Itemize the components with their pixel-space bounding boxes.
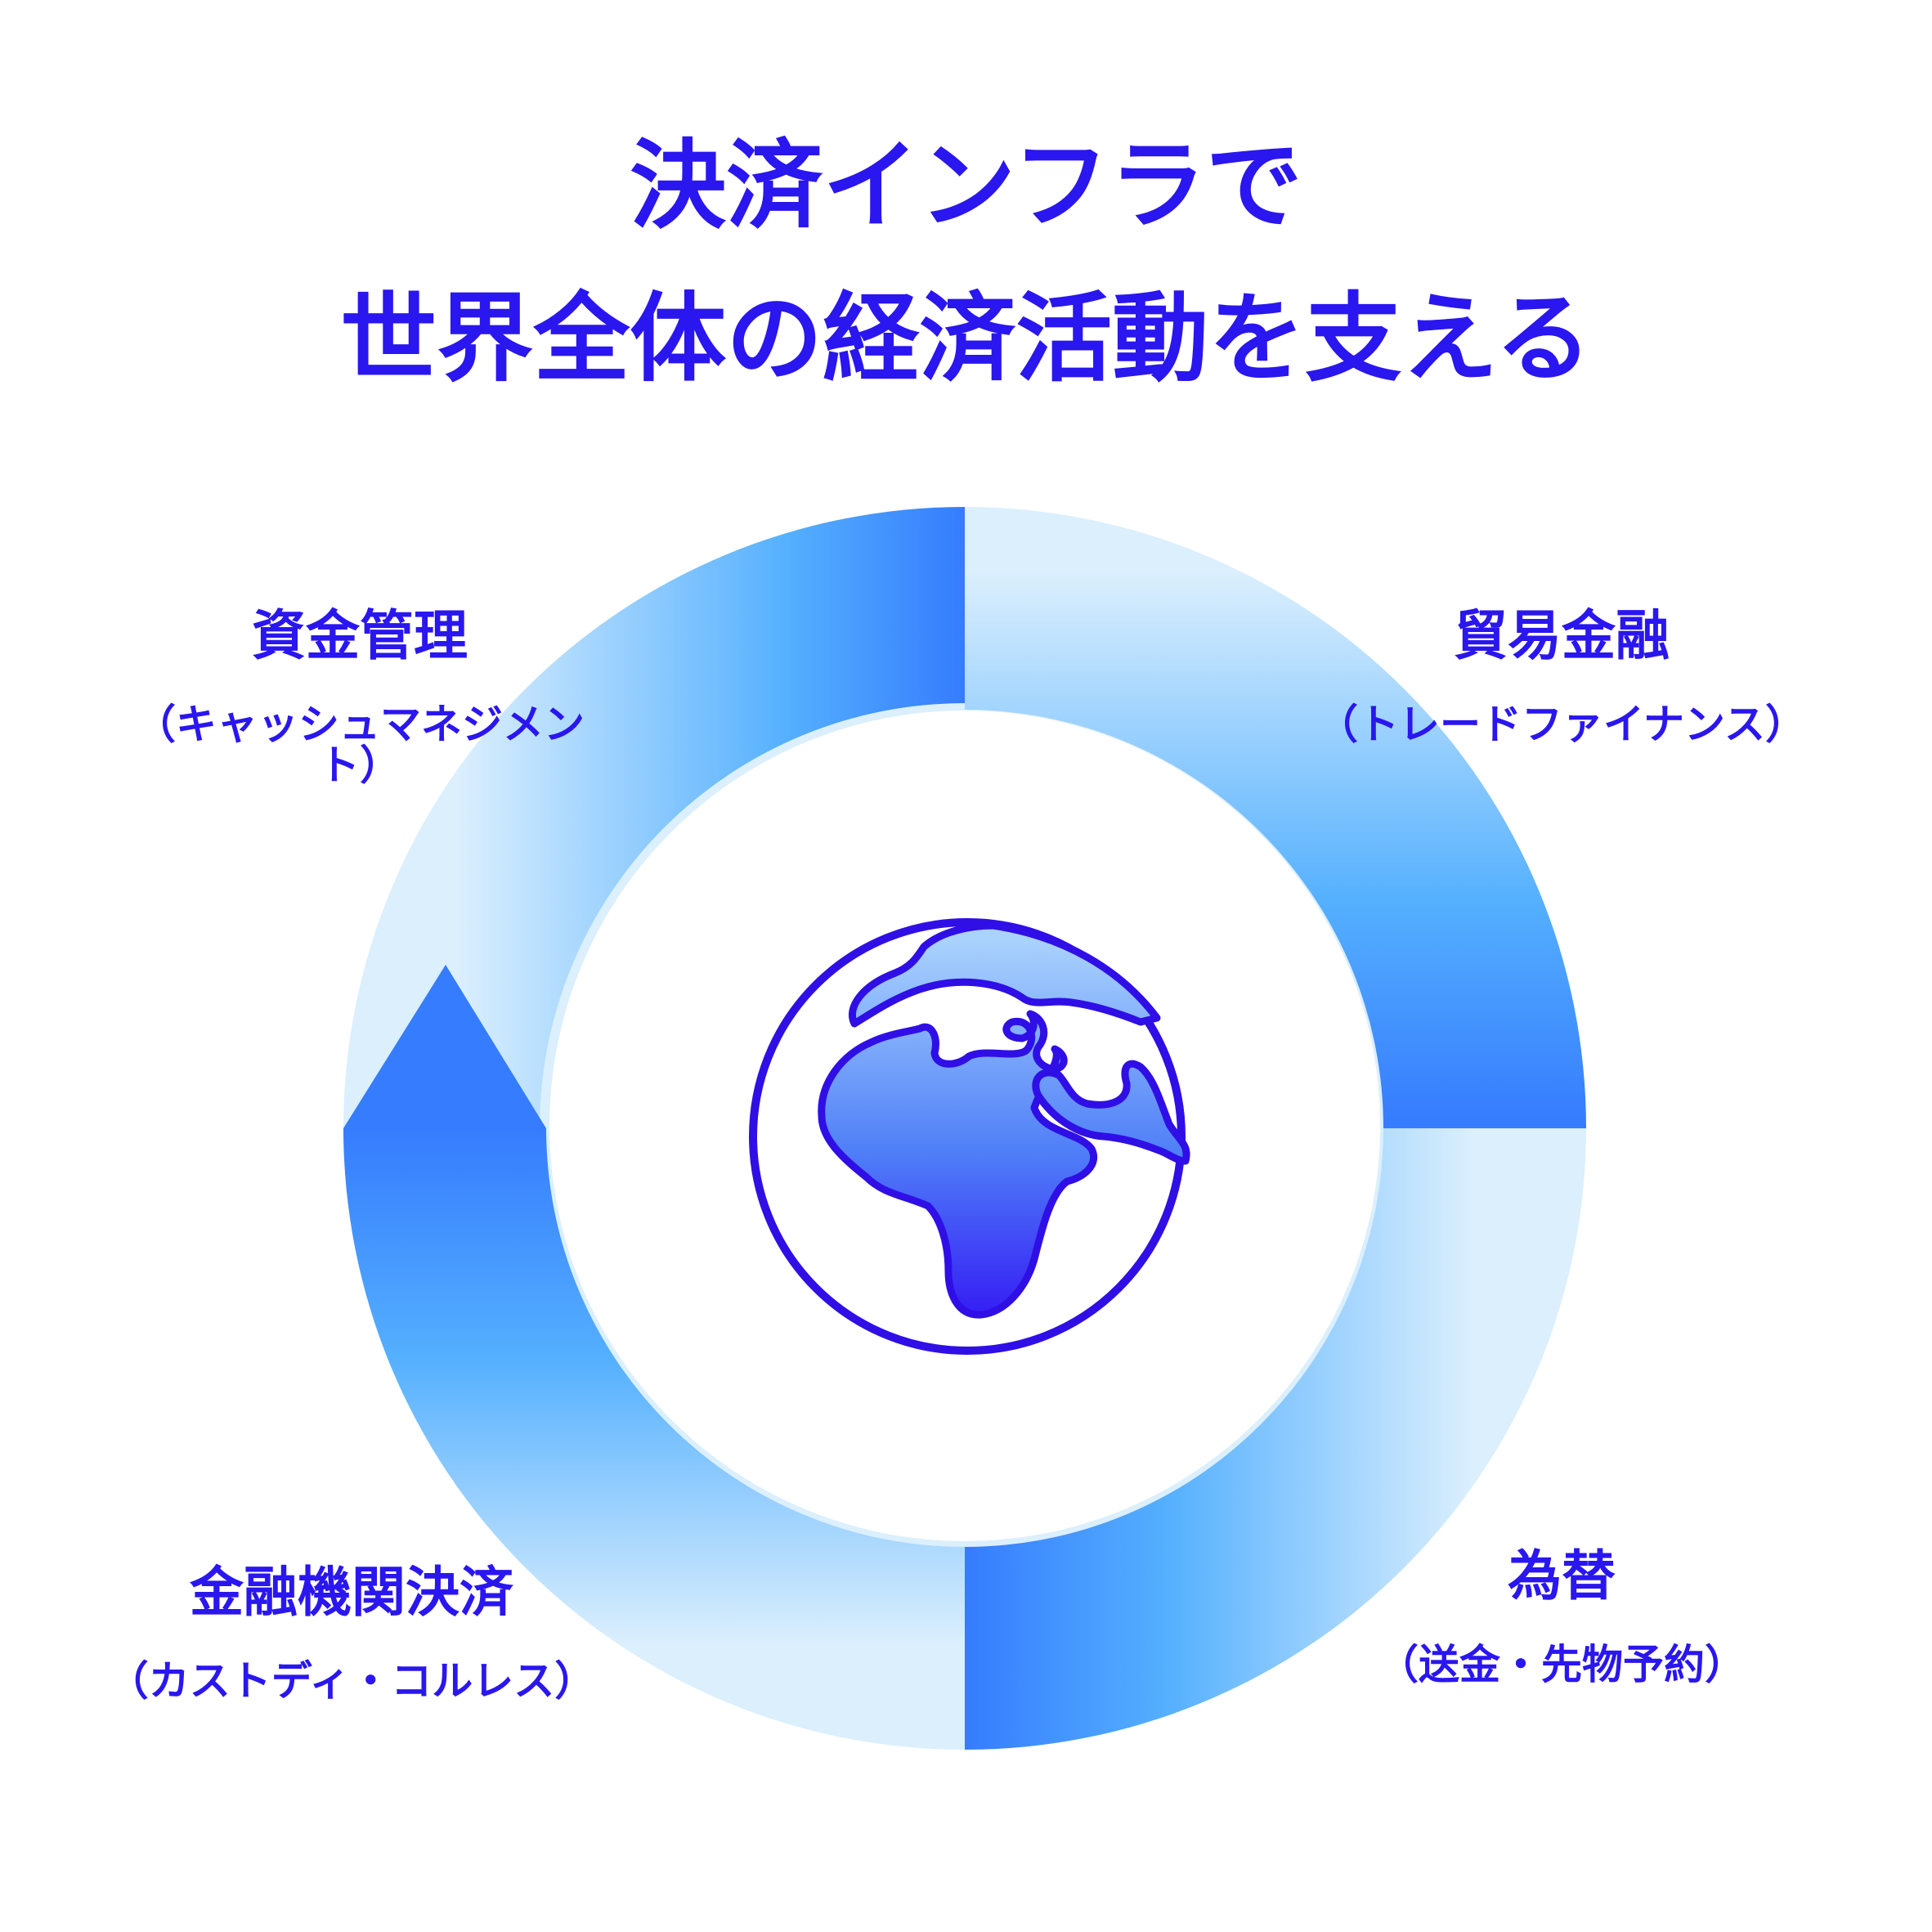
arrow-left	[343, 965, 965, 1750]
title-line-1: 決済インフラで	[630, 129, 1302, 242]
item-label: 為替	[1508, 1544, 1616, 1607]
item-sublabel: （カストディ・コルレス）	[107, 1657, 596, 1705]
item-foreign-exchange: 為替 （送金・先物予約）	[1308, 1544, 1815, 1688]
arrow-top	[343, 507, 1124, 1128]
arrow-right	[965, 507, 1586, 1288]
item-label: 資金管理	[252, 604, 468, 667]
continent-africa-europe	[818, 1010, 1098, 1319]
item-label: 金融機関決済	[190, 1561, 513, 1624]
item-cash-management: 資金管理 （キャッシュマネジメント）	[114, 604, 605, 789]
item-sublabel: （トレードファイナンス）	[1317, 701, 1806, 748]
item-trade-finance: 貿易金融 （トレードファイナンス）	[1308, 604, 1815, 748]
globe-icon	[749, 918, 1190, 1355]
arrow-bottom	[805, 1128, 1586, 1750]
item-bank-settlement: 金融機関決済 （カストディ・コルレス）	[106, 1561, 597, 1705]
item-sublabel: （送金・先物予約）	[1378, 1641, 1746, 1688]
item-sublabel: （キャッシュマネジメント）	[135, 701, 585, 789]
item-label: 貿易金融	[1454, 604, 1670, 667]
continent-north	[849, 921, 1161, 1028]
continent-asia	[1032, 1060, 1190, 1165]
title-line-2: 世界全体の経済活動を支える	[340, 282, 1592, 395]
